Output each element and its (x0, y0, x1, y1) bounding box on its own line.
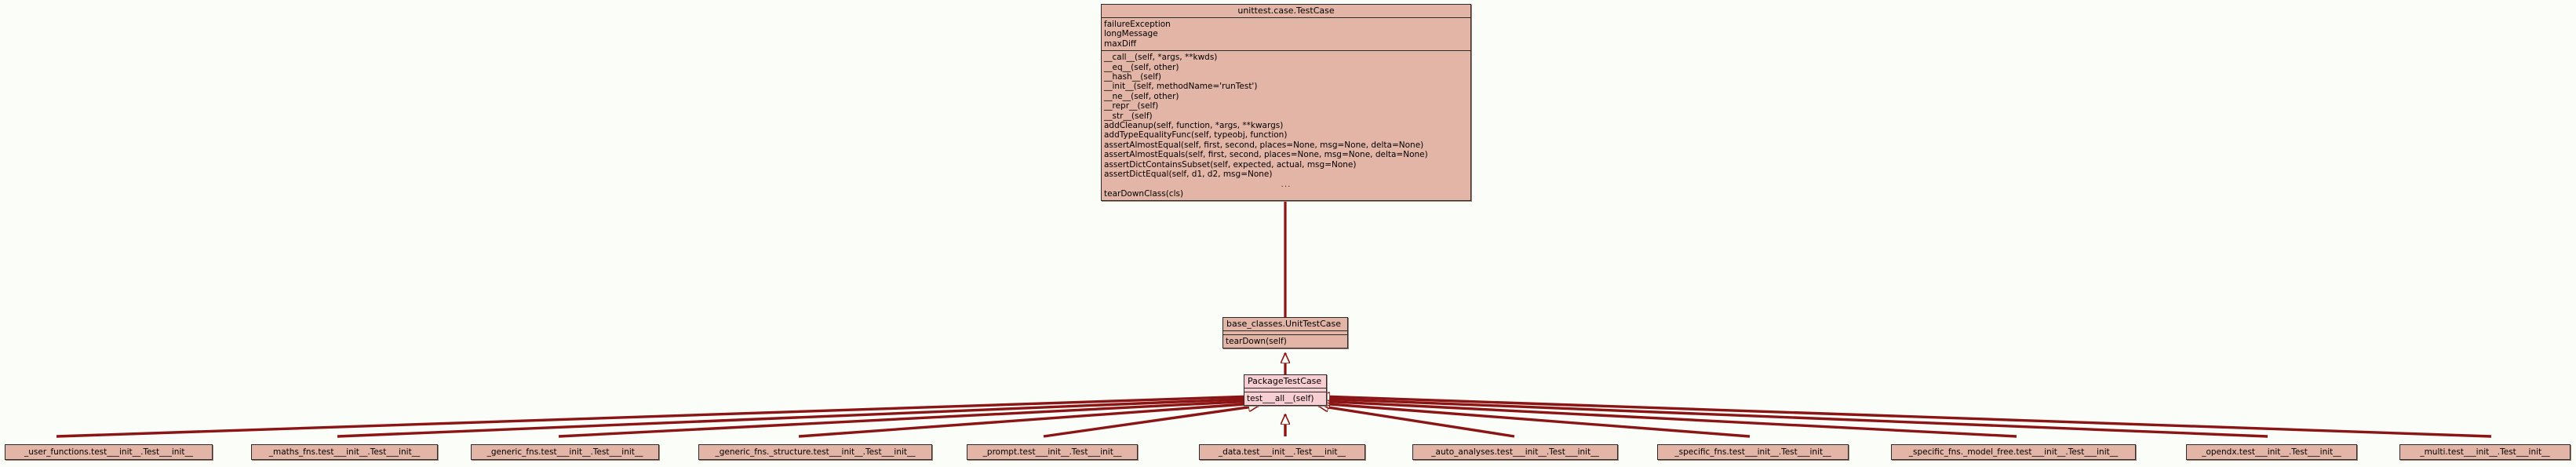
method-row: __repr__(self) (1104, 101, 1159, 111)
method-row: assertAlmostEqual(self, first, second, p… (1104, 140, 1424, 150)
methods-compartment-middle: tearDown(self) (1223, 334, 1347, 348)
method-row: __ne__(self, other) (1104, 91, 1179, 101)
class-name-leaf: _user_functions.test___init__.Test___ini… (24, 447, 193, 457)
class-box-leaf-generic-fns[interactable]: _generic_fns.test___init__.Test___init__ (471, 444, 659, 460)
class-box-packagetestcase[interactable]: PackageTestCase test___all__(self) (1244, 374, 1327, 407)
class-box-leaf-data[interactable]: _data.test___init__.Test___init__ (1199, 444, 1365, 460)
class-name-leaf: _specific_fns.test___init__.Test___init_… (1674, 447, 1831, 457)
class-box-base-classes-unittestcase[interactable]: base_classes.UnitTestCase tearDown(self) (1222, 317, 1348, 349)
class-box-leaf-opendx[interactable]: _opendx.test___init__.Test___init__ (2186, 444, 2357, 460)
class-name-leaf: _specific_fns._model_free.test___init__.… (1908, 447, 2119, 457)
class-box-leaf-user-functions[interactable]: _user_functions.test___init__.Test___ini… (5, 444, 213, 460)
class-name-middle: base_classes.UnitTestCase (1226, 319, 1341, 329)
class-box-leaf-maths-fns[interactable]: _maths_fns.test___init__.Test___init__ (251, 444, 438, 460)
attributes-compartment-subject (1244, 388, 1326, 392)
class-box-leaf-auto-analyses[interactable]: _auto_analyses.test___init__.Test___init… (1412, 444, 1618, 460)
class-name-leaf: _generic_fns.test___init__.Test___init__ (486, 447, 643, 457)
attribute-row: longMessage (1104, 29, 1158, 39)
class-box-leaf-specific-fns[interactable]: _specific_fns.test___init__.Test___init_… (1657, 444, 1849, 460)
method-row: __call__(self, *args, **kwds) (1104, 53, 1218, 63)
class-name-leaf: _auto_analyses.test___init__.Test___init… (1431, 447, 1599, 457)
class-name-leaf: _prompt.test___init__.Test___init__ (982, 447, 1122, 457)
method-row: assertDictEqual(self, d1, d2, msg=None) (1104, 170, 1273, 180)
methods-compartment-subject: test___all__(self) (1244, 392, 1326, 405)
method-row: __str__(self) (1104, 111, 1153, 121)
methods-compartment-root: __call__(self, *args, **kwds) __eq__(sel… (1102, 50, 1470, 200)
class-box-leaf-specific-fns-model-free[interactable]: _specific_fns._model_free.test___init__.… (1891, 444, 2136, 460)
method-row: __init__(self, methodName='runTest') (1104, 82, 1258, 92)
class-box-leaf-generic-fns-structure[interactable]: _generic_fns._structure.test___init__.Te… (698, 444, 932, 460)
class-name-leaf: _generic_fns._structure.test___init__.Te… (715, 447, 916, 457)
class-name-subject: PackageTestCase (1248, 376, 1322, 386)
method-row: tearDownClass(cls) (1104, 188, 1184, 199)
class-name-root: unittest.case.TestCase (1237, 5, 1335, 16)
class-box-unittest-case-testcase[interactable]: unittest.case.TestCase failureException … (1101, 4, 1471, 202)
method-row: __eq__(self, other) (1104, 62, 1179, 72)
method-row: addTypeEqualityFunc(self, typeobj, funct… (1104, 130, 1288, 140)
method-row: __hash__(self) (1104, 72, 1161, 82)
attribute-row: maxDiff (1104, 38, 1137, 49)
class-box-leaf-multi[interactable]: _multi.test___init__.Test___init__ (2399, 444, 2571, 460)
attribute-row: failureException (1104, 20, 1171, 29)
edges-leaf-to-packagetestcase (56, 396, 2492, 438)
attributes-compartment-middle (1223, 330, 1347, 334)
class-name-leaf: _maths_fns.test___init__.Test___init__ (268, 447, 421, 457)
method-row: addCleanup(self, function, *args, **kwar… (1104, 121, 1284, 131)
class-name-leaf: _multi.test___init__.Test___init__ (2420, 447, 2550, 457)
method-row: assertDictContainsSubset(self, expected,… (1104, 159, 1357, 170)
methods-truncation-marker: ... (1281, 179, 1292, 189)
class-name-leaf: _data.test___init__.Test___init__ (1218, 447, 1346, 457)
class-box-leaf-prompt[interactable]: _prompt.test___init__.Test___init__ (967, 444, 1138, 460)
attributes-compartment-root: failureException longMessage maxDiff (1102, 17, 1470, 50)
method-row: assertAlmostEquals(self, first, second, … (1104, 150, 1428, 160)
class-name-leaf: _opendx.test___init__.Test___init__ (2202, 447, 2341, 457)
method-row: tearDown(self) (1226, 337, 1287, 346)
method-row: test___all__(self) (1247, 394, 1314, 403)
